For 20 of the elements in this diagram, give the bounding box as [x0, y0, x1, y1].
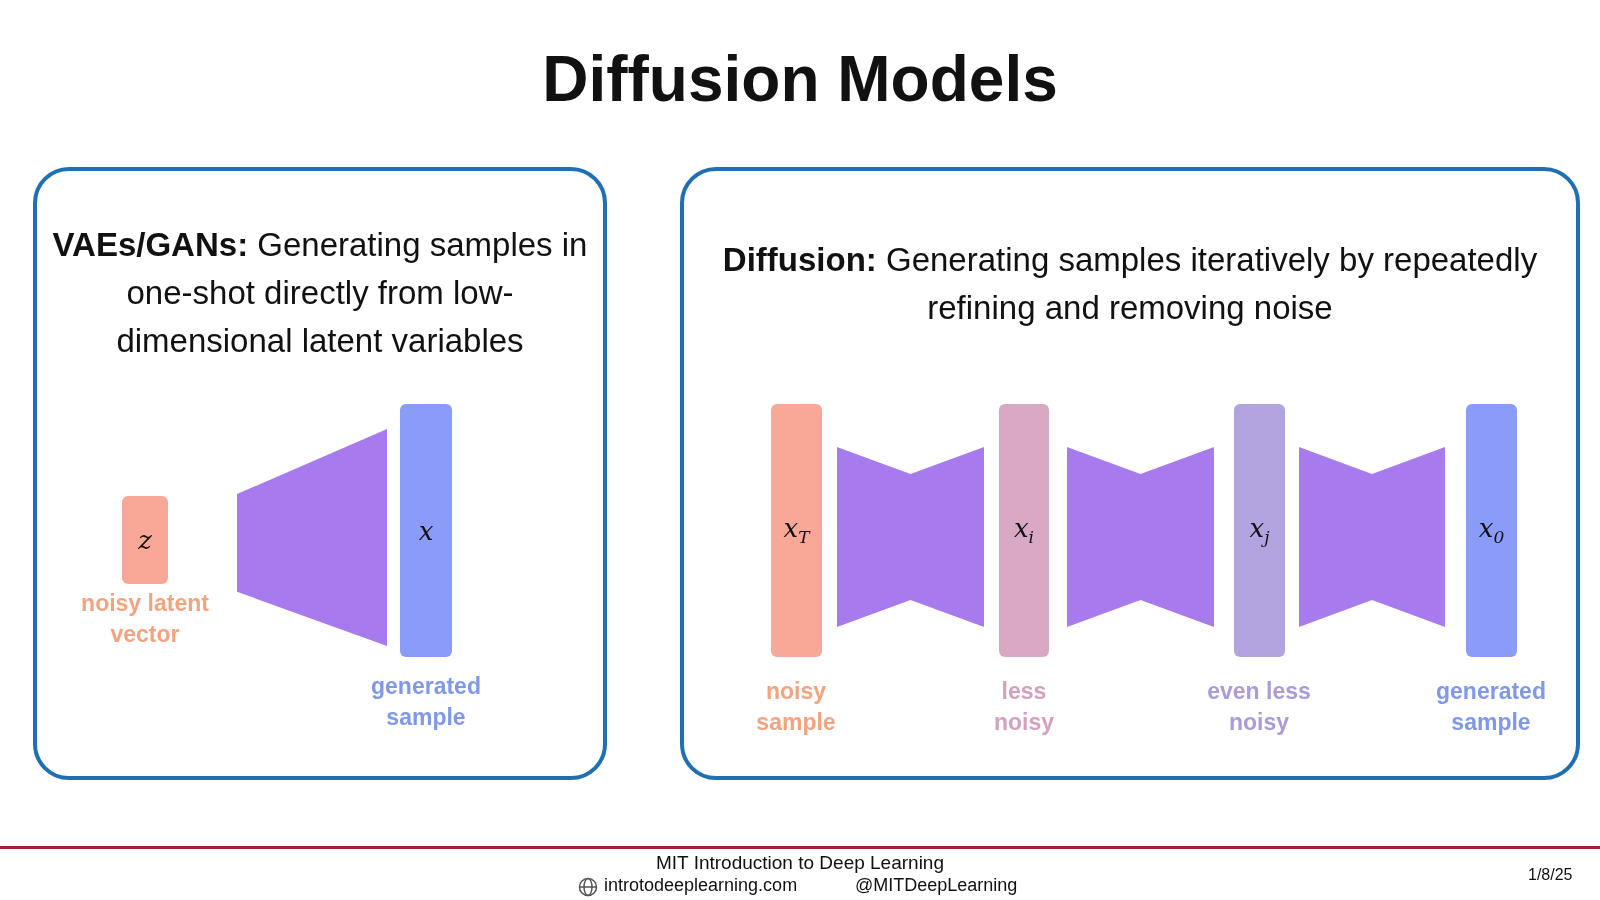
heading-text: VAEs/GANs: Generating samples in one-shot directly from low-dimensional latent variables: [51, 225, 589, 361]
node-label: less noisy: [992, 677, 1056, 737]
panel: [33, 167, 607, 780]
vector-bar: x$_{0}$: [1466, 404, 1517, 657]
node-label: generated sample: [371, 672, 481, 732]
vector-bar: x: [400, 404, 452, 657]
vector-bar: x$_{T}$: [771, 404, 822, 657]
node-label: even less noisy: [1206, 677, 1312, 737]
node-label: generated sample: [1436, 677, 1546, 737]
footer-text: 1/8/25: [1528, 866, 1573, 884]
panel: [680, 167, 1580, 780]
vector-bar: z: [122, 496, 168, 584]
vector-bar: x$_{i}$: [999, 404, 1049, 657]
node-label: noisy sample: [755, 677, 837, 737]
node-label: noisy latent vector: [80, 589, 210, 649]
footer-text: @MITDeepLearning: [855, 875, 1018, 896]
vector-bar: x$_{j}$: [1234, 404, 1285, 657]
heading-text: Diffusion: Generating samples iteratively by repeatedly refining and removing noise: [721, 240, 1539, 328]
footer-text: introtodeeplearning.com: [604, 875, 798, 896]
slide-title: Diffusion Models: [541, 42, 1059, 116]
